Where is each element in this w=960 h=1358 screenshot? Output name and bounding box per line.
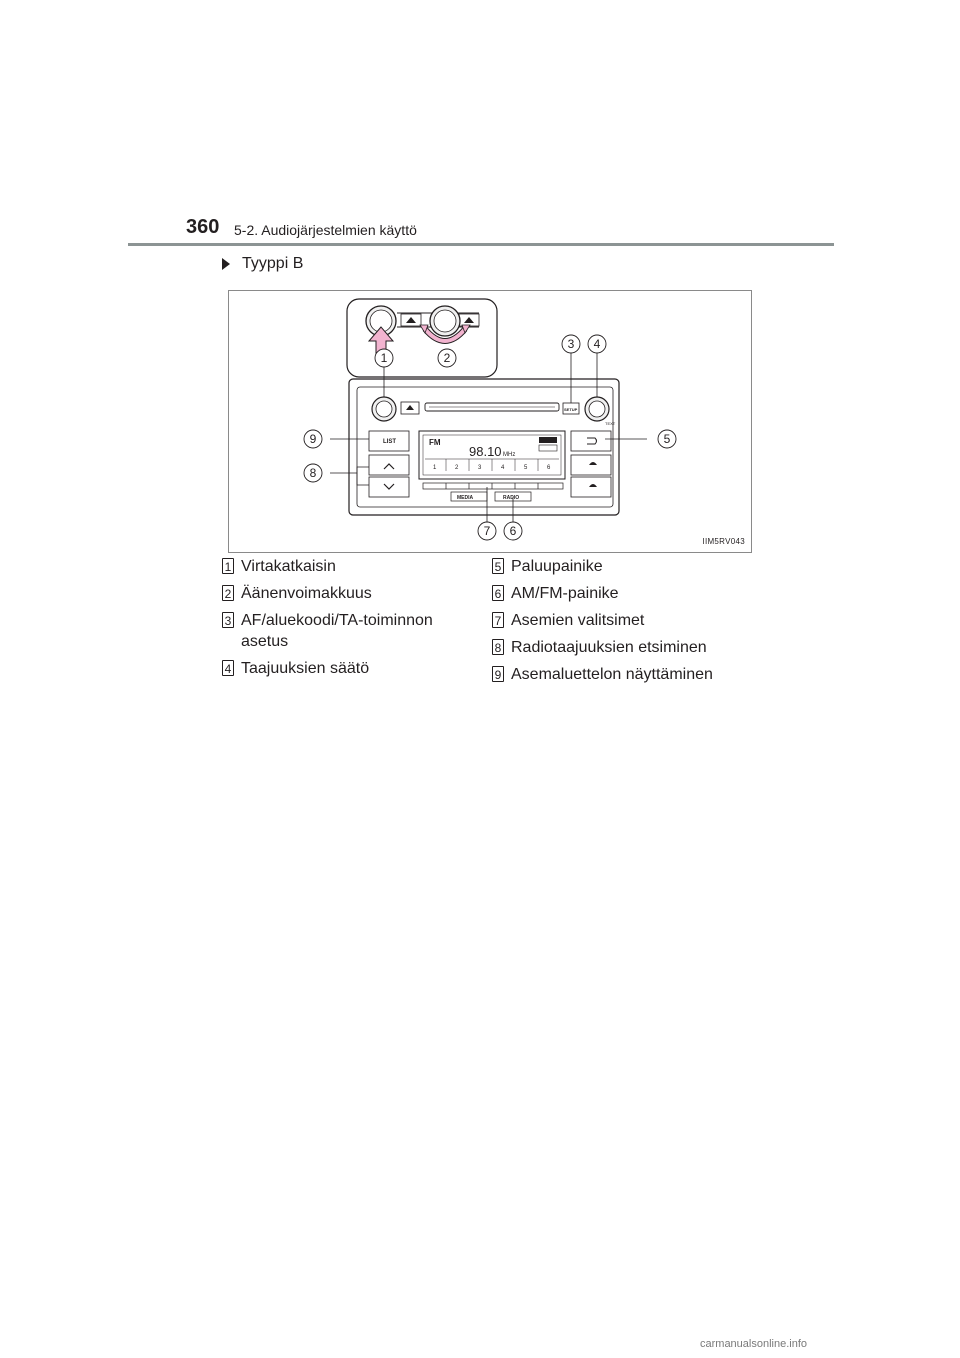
callout-number: 5: [664, 432, 671, 446]
triangle-bullet-icon: [222, 258, 230, 270]
legend-item: 6 AM/FM-painike: [492, 583, 752, 604]
callout-number: 6: [510, 524, 517, 538]
list-button-label: LIST: [383, 439, 396, 445]
type-heading: Tyyppi B: [222, 255, 303, 273]
header-rule: [128, 243, 834, 246]
audio-panel-figure: LIST SETUP TEXT MEDIA RADIO FM 98.10 MHz…: [228, 290, 752, 553]
preset-label: 2: [455, 465, 459, 471]
legend-number: 7: [492, 612, 504, 628]
callout-number: 2: [444, 351, 451, 365]
radio-button-label: RADIO: [503, 495, 519, 501]
legend-item: 1 Virtakatkaisin: [222, 556, 482, 577]
callout-number: 7: [484, 524, 491, 538]
legend-text: Paluupainike: [511, 558, 603, 575]
callout-number: 4: [594, 337, 601, 351]
preset-label: 1: [433, 465, 437, 471]
legend-number: 8: [492, 639, 504, 655]
callout-number: 9: [310, 432, 317, 446]
preset-label: 6: [547, 465, 551, 471]
legend-text: Radiotaajuuksien etsiminen: [511, 639, 707, 656]
legend-right-column: 5 Paluupainike 6 AM/FM-painike 7 Asemien…: [492, 556, 752, 691]
legend-text: Taajuuksien säätö: [241, 660, 370, 677]
legend-item: 7 Asemien valitsimet: [492, 610, 752, 631]
legend-left-column: 1 Virtakatkaisin 2 Äänenvoimakkuus 3 AF/…: [222, 556, 482, 685]
callout-number: 1: [381, 351, 388, 365]
preset-label: 3: [478, 465, 482, 471]
watermark-link[interactable]: carmanualsonline.info: [700, 1338, 808, 1350]
callout-markers: [303, 334, 677, 541]
legend-number: 3: [222, 612, 234, 628]
callout-number: 8: [310, 466, 317, 480]
radio-panel: [348, 378, 620, 516]
legend-item: 2 Äänenvoimakkuus: [222, 583, 482, 604]
legend-text: AM/FM-painike: [511, 585, 619, 602]
legend-item: 4 Taajuuksien säätö: [222, 658, 482, 679]
display-frequency: 98.10: [469, 444, 502, 459]
preset-label: 5: [524, 465, 528, 471]
media-button-label: MEDIA: [457, 495, 474, 501]
legend-text: Asemien valitsimet: [511, 612, 645, 629]
legend-text: Äänenvoimakkuus: [241, 585, 372, 602]
text-button-label: TEXT: [605, 421, 616, 426]
display-band: FM: [429, 438, 441, 447]
figure-code: IIM5RV043: [702, 537, 745, 546]
legend-number: 4: [222, 660, 234, 676]
legend-item: 8 Radiotaajuuksien etsiminen: [492, 637, 752, 658]
knob-detail-inset: [346, 298, 498, 378]
preset-label: 4: [501, 465, 505, 471]
legend-number: 5: [492, 558, 504, 574]
legend-item: 3 AF/aluekoodi/TA-toiminnon asetus: [222, 610, 452, 652]
legend-number: 2: [222, 585, 234, 601]
legend-text: Asemaluettelon näyttäminen: [511, 666, 713, 683]
legend-number: 9: [492, 666, 504, 682]
section-title: 5-2. Audiojärjestelmien käyttö: [234, 222, 417, 238]
callout-leaders: [330, 353, 647, 527]
legend-item: 9 Asemaluettelon näyttäminen: [492, 664, 752, 685]
display-unit: MHz: [503, 452, 515, 458]
setup-button-label: SETUP: [564, 407, 578, 412]
legend-item: 5 Paluupainike: [492, 556, 752, 577]
type-heading-text: Tyyppi B: [242, 255, 304, 272]
legend-text: AF/aluekoodi/TA-toiminnon asetus: [241, 612, 433, 650]
callout-number: 3: [568, 337, 575, 351]
audio-panel-illustration: LIST SETUP TEXT MEDIA RADIO FM 98.10 MHz…: [303, 298, 677, 541]
legend-number: 1: [222, 558, 234, 574]
legend-text: Virtakatkaisin: [241, 558, 336, 575]
page-number: 360: [186, 216, 220, 238]
legend-number: 6: [492, 585, 504, 601]
